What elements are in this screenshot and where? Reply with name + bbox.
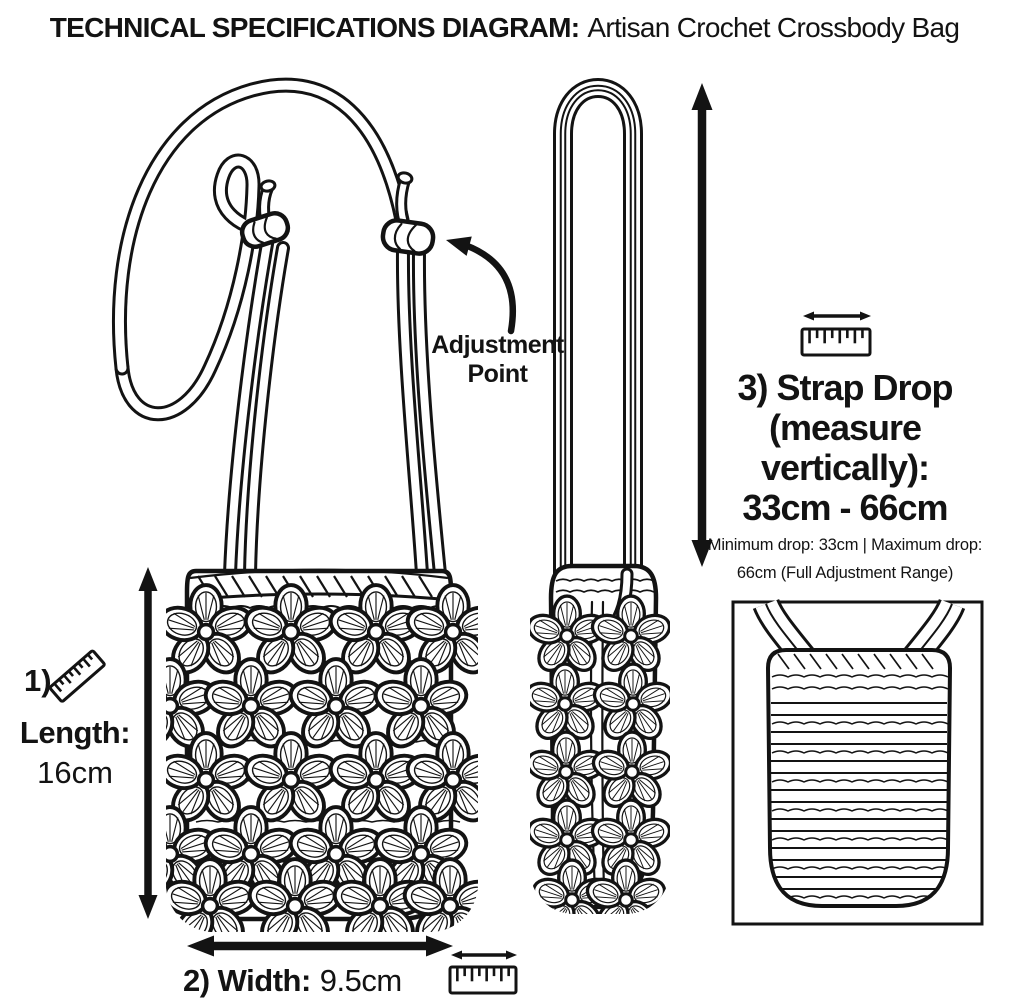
strap-drop-heading-1: 3) Strap Drop: [737, 367, 953, 408]
strap-knot: [380, 218, 436, 256]
ruler-icon: [48, 649, 106, 703]
front-view-drawing: [112, 77, 478, 932]
length-measure-arrow: [138, 567, 158, 919]
width-label: 2) Width:9.5cm: [183, 963, 402, 999]
width-measure-arrow: [187, 935, 453, 957]
adjustment-point-label: Adjustment Point: [395, 331, 600, 389]
measurement-arrows: [138, 83, 713, 957]
length-index: 1): [24, 663, 52, 698]
strap-drop-note-2: 66cm (Full Adjustment Range): [736, 564, 954, 582]
strap-drop-heading-3: vertically):: [760, 447, 930, 488]
length-label: Length:: [19, 715, 131, 750]
strap-drop-label: 3) Strap Drop (measure vertically): 33cm…: [695, 368, 995, 584]
ruler-icon: [448, 950, 518, 995]
adjustment-point-line1: Adjustment: [431, 331, 564, 359]
page-title: TECHNICAL SPECIFICATIONS DIAGRAM:Artisan…: [0, 12, 1009, 44]
side-view-drawing: [530, 78, 670, 914]
adjustment-pointer-arrow: [446, 236, 517, 335]
width-value: 9.5cm: [319, 963, 402, 998]
back-view-inset: [731, 598, 984, 926]
strap-drop-note-1: Minimum drop: 33cm | Maximum drop:: [707, 536, 983, 554]
front-flower-texture: [166, 583, 478, 932]
strap-knot: [239, 210, 291, 250]
page-title-regular: Artisan Crochet Crossbody Bag: [587, 12, 960, 43]
page-title-bold: TECHNICAL SPECIFICATIONS DIAGRAM:: [49, 12, 580, 43]
adjustment-point-line2: Point: [467, 360, 529, 388]
back-stripe-texture: [771, 653, 949, 899]
strap-drop-measure-arrow: [691, 83, 713, 567]
length-value: 16cm: [37, 755, 113, 790]
ruler-icon: [800, 311, 872, 357]
strap-drop-heading-2: (measure: [768, 407, 922, 448]
width-label-bold: 2) Width:: [183, 963, 311, 998]
strap-drop-heading-4: 33cm - 66cm: [742, 487, 948, 528]
